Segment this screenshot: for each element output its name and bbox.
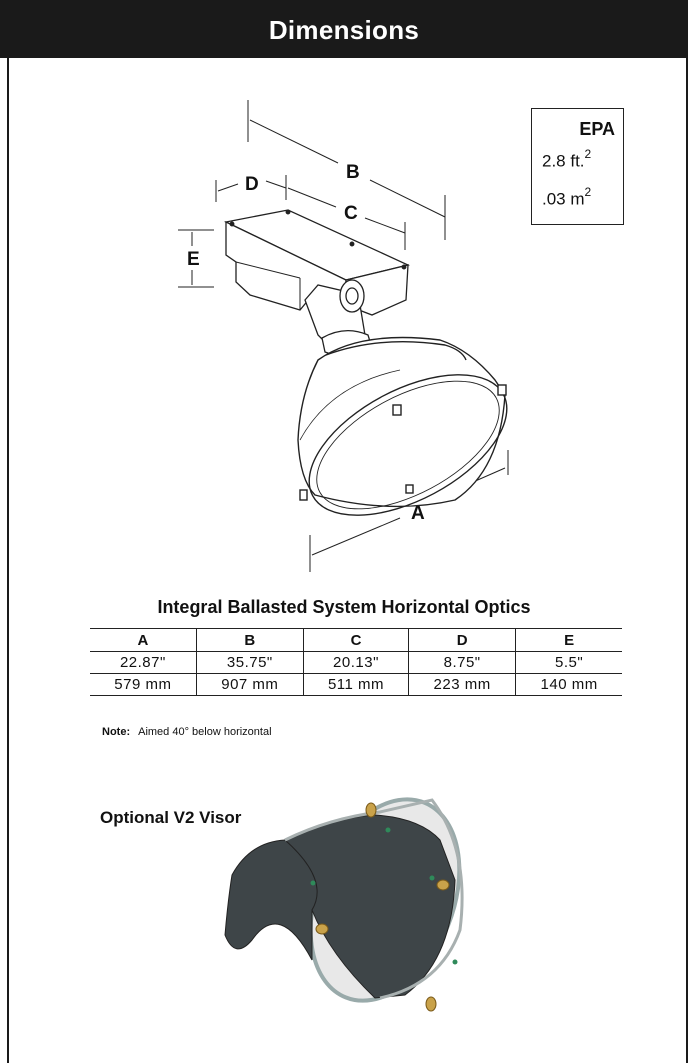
- visor-illustration: [224, 797, 464, 1012]
- table-cell: 8.75": [408, 651, 516, 674]
- page-title: Dimensions: [268, 15, 420, 45]
- table-cell: 5.5": [515, 651, 622, 674]
- table-cell: 20.13": [302, 651, 409, 674]
- dim-label-e: E: [187, 249, 200, 270]
- table-row: 22.87" 35.75" 20.13" 8.75" 5.5": [90, 651, 622, 674]
- table-header-cell: E: [515, 628, 622, 652]
- frame-right-border: [686, 58, 688, 1063]
- dim-label-d: D: [245, 174, 259, 195]
- visor-title: Optional V2 Visor: [100, 808, 242, 827]
- dim-label-a: A: [411, 503, 425, 524]
- table-header-cell: A: [90, 628, 197, 652]
- mounting-arm-illustration: [304, 279, 373, 356]
- note-label: Note:: [102, 726, 131, 738]
- table-cell: 579 mm: [90, 673, 197, 696]
- table-cell: 511 mm: [302, 673, 409, 696]
- epa-box: EPA 2.8 ft.2 .03 m2: [531, 108, 624, 225]
- header-bar: Dimensions: [0, 0, 688, 58]
- table-title: Integral Ballasted System Horizontal Opt…: [157, 597, 531, 617]
- frame-left-border: [7, 58, 9, 1063]
- table-header-cell: C: [302, 628, 409, 652]
- table-row: 579 mm 907 mm 511 mm 223 mm 140 mm: [90, 673, 622, 696]
- epa-title: EPA: [579, 119, 615, 139]
- dimensions-table: A B C D E 22.87" 35.75" 20.13" 8.75" 5.5…: [90, 628, 622, 696]
- epa-metric: .03 m2: [542, 185, 592, 210]
- table-header-row: A B C D E: [90, 628, 622, 652]
- table-header-cell: B: [195, 628, 304, 652]
- epa-metric-value: .03 m: [542, 189, 585, 209]
- table-cell: 907 mm: [195, 673, 304, 696]
- table-cell: 223 mm: [408, 673, 516, 696]
- note-text: Aimed 40° below horizontal: [138, 726, 272, 738]
- epa-imperial-value: 2.8 ft.: [542, 151, 585, 171]
- dimension-lines: [178, 100, 509, 572]
- table-cell: 140 mm: [515, 673, 622, 696]
- epa-imperial-exponent: 2: [584, 147, 592, 161]
- table-cell: 22.87": [90, 651, 197, 674]
- dim-label-b: B: [346, 162, 360, 183]
- table-header-cell: D: [408, 628, 516, 652]
- dim-label-c: C: [344, 203, 358, 224]
- table-cell: 35.75": [195, 651, 304, 674]
- epa-imperial: 2.8 ft.2: [542, 147, 592, 172]
- epa-metric-exponent: 2: [584, 185, 592, 199]
- reflector-illustration: [297, 336, 508, 516]
- note: Note: Aimed 40° below horizontal: [102, 726, 272, 738]
